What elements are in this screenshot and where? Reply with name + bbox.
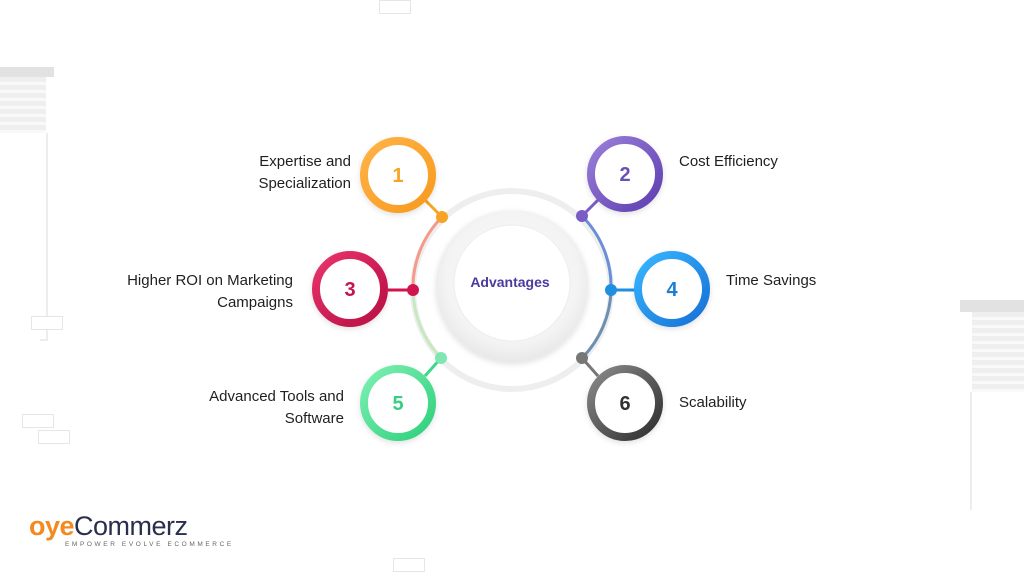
label-scalability: Scalability <box>679 392 747 414</box>
brand-tagline: EMPOWER EVOLVE ECOMMERCE <box>65 541 234 548</box>
decorative-frame <box>22 414 54 428</box>
brand-wordmark: oyeCommerz <box>29 512 234 540</box>
label-higher-roi: Higher ROI on Marketing Campaigns <box>127 270 293 314</box>
window-blind-decoration-right <box>958 300 1024 512</box>
node-3-number: 3 <box>344 279 355 301</box>
brand-name-accent: oye <box>29 511 75 541</box>
decorative-frame <box>38 430 70 444</box>
node-1-number: 1 <box>392 165 403 187</box>
label-advanced-tools: Advanced Tools and Software <box>209 386 344 430</box>
label-expertise: Expertise and Specialization <box>258 151 351 195</box>
junction-dot-1 <box>436 211 448 223</box>
label-line: Campaigns <box>217 294 293 311</box>
node-5-number: 5 <box>392 393 403 415</box>
brand-logo: oyeCommerz EMPOWER EVOLVE ECOMMERCE <box>29 512 234 548</box>
node-4-number: 4 <box>666 279 678 301</box>
node-5 <box>360 365 436 441</box>
label-time-savings: Time Savings <box>726 270 816 292</box>
label-cost-efficiency: Cost Efficiency <box>679 151 778 173</box>
center-label: Advantages <box>470 274 550 290</box>
junction-dot-2 <box>576 210 588 222</box>
label-line: Higher ROI on Marketing <box>127 272 293 289</box>
junction-dot-5 <box>435 352 447 364</box>
node-3 <box>312 251 388 327</box>
decorative-frame <box>31 316 63 330</box>
label-line: Specialization <box>258 175 351 192</box>
label-line: Software <box>284 410 344 427</box>
label-line: Time Savings <box>726 272 817 289</box>
junction-dot-4 <box>605 284 617 296</box>
node-2 <box>587 136 663 212</box>
node-6 <box>587 365 663 441</box>
center-hub-inner <box>453 224 571 342</box>
window-blind-decoration-left <box>0 67 56 341</box>
junction-dot-3 <box>407 284 419 296</box>
node-4 <box>634 251 710 327</box>
node-2-number: 2 <box>619 164 630 186</box>
brand-name-main: Commerz <box>74 511 188 541</box>
node-1 <box>360 137 436 213</box>
label-line: Scalability <box>679 394 747 411</box>
label-line: Cost Efficiency <box>679 153 778 170</box>
junction-dot-6 <box>576 352 588 364</box>
label-line: Expertise and <box>259 153 351 170</box>
decorative-frame <box>393 558 425 572</box>
node-6-number: 6 <box>619 393 630 415</box>
label-line: Advanced Tools and <box>209 388 344 405</box>
decorative-frame <box>379 0 411 14</box>
